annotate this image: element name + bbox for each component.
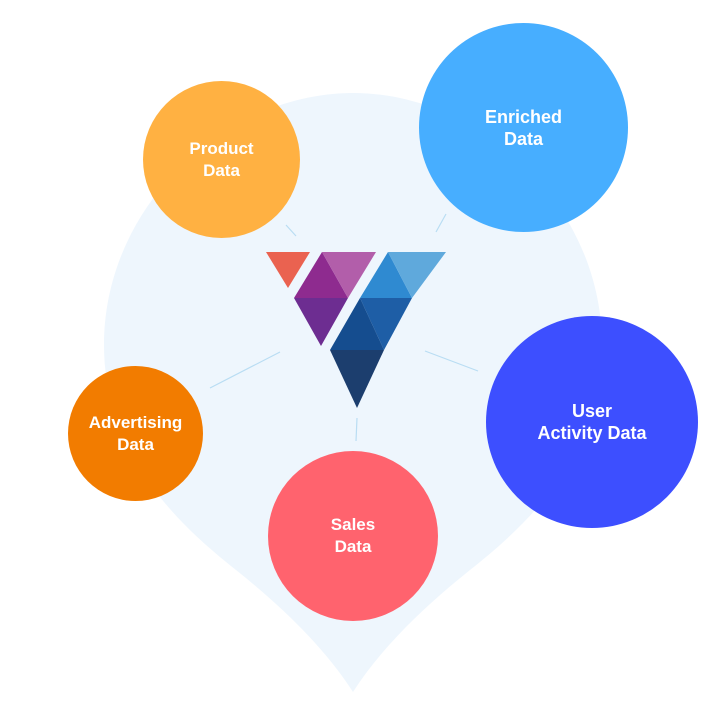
- connector-product: [285, 224, 297, 237]
- user-activity-data-node: User Activity Data: [486, 316, 698, 528]
- sales-data-node: Sales Data: [268, 451, 438, 621]
- logo-facet-blue-light: [388, 252, 446, 298]
- advertising-data-label: Advertising Data: [88, 412, 183, 454]
- enriched-data-node: Enriched Data: [419, 23, 628, 232]
- connector-user: [424, 350, 479, 372]
- enriched-data-label: Enriched Data: [484, 106, 563, 149]
- logo-facet-navy: [330, 350, 384, 408]
- logo-facet-blue-deep: [330, 298, 384, 350]
- sales-data-label: Sales Data: [330, 515, 376, 556]
- logo-facet-purple-bottom: [294, 298, 348, 346]
- connector-enriched: [435, 213, 447, 233]
- logo-facet-blue-mid: [360, 298, 412, 350]
- logo-facet-purple-right: [322, 252, 376, 298]
- advertising-data-node: Advertising Data: [68, 366, 203, 501]
- v-logo-icon: [266, 252, 446, 408]
- logo-facet-blue-top: [360, 252, 412, 298]
- connector-advertising: [209, 351, 281, 389]
- user-activity-data-label: User Activity Data: [537, 401, 647, 443]
- product-data-node: Product Data: [143, 81, 300, 238]
- connector-sales: [355, 417, 358, 442]
- product-data-label: Product Data: [189, 138, 254, 180]
- logo-facet-purple-left: [294, 252, 348, 298]
- logo-facet-coral: [266, 252, 310, 288]
